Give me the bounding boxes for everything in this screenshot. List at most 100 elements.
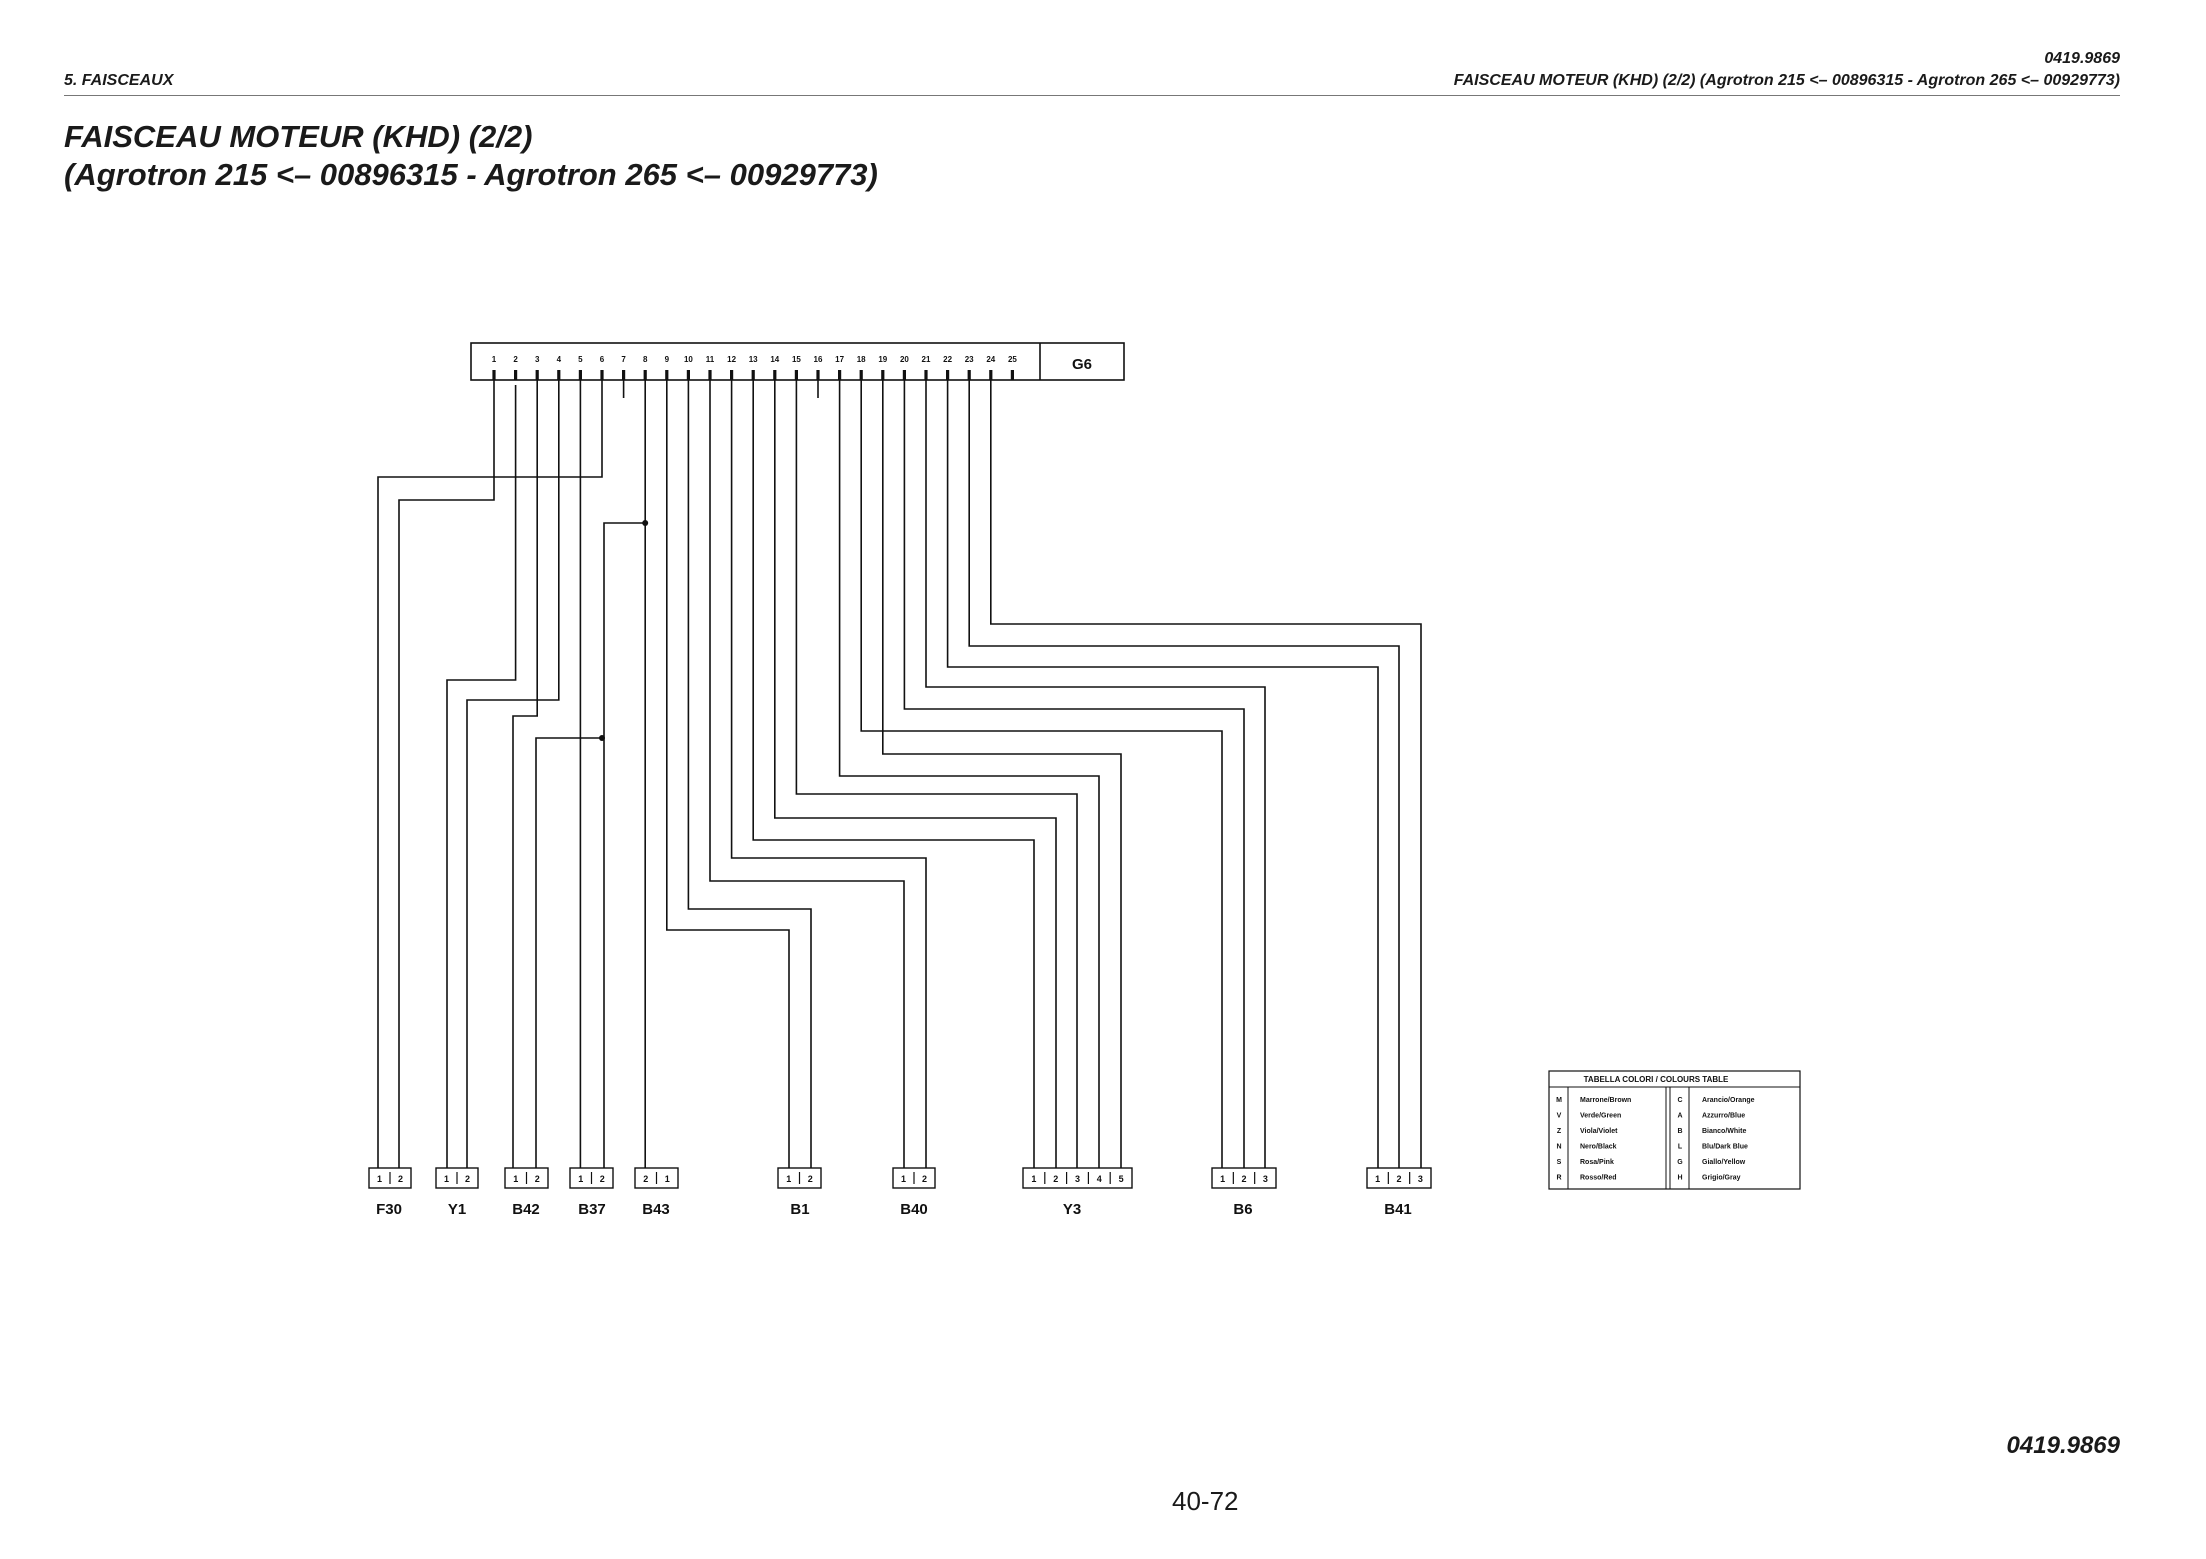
g6-pin-number: 16 bbox=[814, 355, 823, 364]
wire bbox=[709, 380, 905, 1168]
wire bbox=[687, 380, 812, 1168]
connector-label: F30 bbox=[376, 1201, 402, 1218]
connector-pin-number: 2 bbox=[808, 1174, 813, 1184]
connector-label: B42 bbox=[512, 1201, 540, 1218]
wire bbox=[398, 380, 495, 1168]
g6-pin-number: 9 bbox=[665, 355, 670, 364]
legend-code: B bbox=[1677, 1128, 1682, 1135]
connector-pin-number: 2 bbox=[922, 1174, 927, 1184]
connector-body bbox=[1022, 1167, 1133, 1189]
g6-pin-terminal bbox=[946, 370, 950, 380]
connector-body bbox=[1366, 1167, 1432, 1189]
g6-pin-number: 11 bbox=[706, 355, 715, 364]
wire bbox=[925, 380, 1266, 1168]
g6-pin-number: 1 bbox=[492, 355, 497, 364]
g6-pin-terminal bbox=[665, 370, 669, 380]
connector-pin-number: 1 bbox=[1031, 1174, 1036, 1184]
legend-colour-name: Arancio/Orange bbox=[1702, 1097, 1755, 1104]
g6-pin-terminal bbox=[859, 370, 863, 380]
g6-pin-number: 17 bbox=[835, 355, 844, 364]
g6-pin-number: 2 bbox=[513, 355, 518, 364]
legend-colour-name: Grigio/Gray bbox=[1702, 1175, 1741, 1182]
connector-label: B6 bbox=[1233, 1201, 1252, 1218]
g6-pin-terminal bbox=[816, 370, 820, 380]
g6-pin-number: 12 bbox=[727, 355, 736, 364]
g6-pin-terminal bbox=[838, 370, 842, 380]
g6-pin-terminal bbox=[967, 370, 971, 380]
connector-pin-number: 1 bbox=[665, 1174, 670, 1184]
connector-g6-label: G6 bbox=[1072, 356, 1092, 373]
g6-pin-number: 8 bbox=[643, 355, 648, 364]
connector-pin-number: 3 bbox=[1418, 1174, 1423, 1184]
wire bbox=[838, 380, 1100, 1168]
legend-colour-name: Verde/Green bbox=[1580, 1113, 1621, 1120]
connector-pin-number: 3 bbox=[1075, 1174, 1080, 1184]
g6-pin-terminal bbox=[686, 370, 690, 380]
header-divider bbox=[64, 95, 2120, 96]
connector-pin-number: 1 bbox=[1375, 1174, 1380, 1184]
g6-pin-terminal bbox=[643, 370, 647, 380]
g6-pin-terminal bbox=[1010, 370, 1014, 380]
page-header-right: 0419.9869 FAISCEAU MOTEUR (KHD) (2/2) (A… bbox=[1454, 48, 2120, 92]
legend-code: L bbox=[1678, 1144, 1683, 1151]
wire bbox=[466, 380, 560, 1168]
legend-code: A bbox=[1677, 1113, 1682, 1120]
connector-pin-number: 2 bbox=[1053, 1174, 1058, 1184]
page-number: 40-72 bbox=[1172, 1486, 1239, 1516]
legend-colour-name: Rosso/Red bbox=[1580, 1175, 1617, 1182]
legend-code: Z bbox=[1557, 1128, 1562, 1135]
g6-pin-number: 25 bbox=[1008, 355, 1017, 364]
g6-pin-terminal bbox=[514, 370, 518, 380]
g6-pin-terminal bbox=[600, 370, 604, 380]
legend-title: TABELLA COLORI / COLOURS TABLE bbox=[1584, 1075, 1729, 1084]
g6-pin-number: 19 bbox=[878, 355, 887, 364]
legend-colour-name: Azzurro/Blue bbox=[1702, 1113, 1745, 1120]
g6-pin-number: 23 bbox=[965, 355, 974, 364]
wire bbox=[377, 380, 603, 1168]
g6-pin-terminal bbox=[902, 370, 906, 380]
doc-ref: 0419.9869 bbox=[2044, 50, 2120, 67]
connector-pin-number: 2 bbox=[465, 1174, 470, 1184]
g6-pin-number: 3 bbox=[535, 355, 540, 364]
connector-pin-number: 2 bbox=[398, 1174, 403, 1184]
g6-pin-terminal bbox=[492, 370, 496, 380]
connector-pin-number: 2 bbox=[1396, 1174, 1401, 1184]
g6-pin-terminal bbox=[751, 370, 755, 380]
g6-pin-terminal bbox=[708, 370, 712, 380]
splice-dot bbox=[642, 520, 649, 526]
legend-code: R bbox=[1556, 1175, 1561, 1182]
connector-pin-number: 1 bbox=[578, 1174, 583, 1184]
legend-colour-name: Giallo/Yellow bbox=[1702, 1159, 1746, 1166]
wire bbox=[881, 380, 1122, 1168]
legend-colour-name: Viola/Violet bbox=[1580, 1128, 1618, 1135]
g6-pin-terminal bbox=[578, 370, 582, 380]
legend-code: M bbox=[1556, 1097, 1562, 1104]
g6-pin-number: 7 bbox=[621, 355, 626, 364]
g6-pin-terminal bbox=[535, 370, 539, 380]
g6-pin-terminal bbox=[924, 370, 928, 380]
legend-code: H bbox=[1677, 1175, 1682, 1182]
wire bbox=[512, 380, 539, 1168]
wire bbox=[989, 380, 1422, 1168]
wire bbox=[730, 380, 927, 1168]
g6-pin-terminal bbox=[773, 370, 777, 380]
connector-label: B1 bbox=[790, 1201, 809, 1218]
g6-pin-number: 15 bbox=[792, 355, 801, 364]
legend-code: G bbox=[1677, 1159, 1683, 1166]
g6-pin-terminal bbox=[557, 370, 561, 380]
legend-code: V bbox=[1557, 1113, 1562, 1120]
splice-dot bbox=[599, 735, 605, 741]
connector-pin-number: 1 bbox=[377, 1174, 382, 1184]
connector-label: B43 bbox=[642, 1201, 670, 1218]
connector-pin-number: 1 bbox=[786, 1174, 791, 1184]
g6-pin-terminal bbox=[989, 370, 993, 380]
header-subtitle: FAISCEAU MOTEUR (KHD) (2/2) (Agrotron 21… bbox=[1453, 72, 2120, 89]
g6-pin-number: 13 bbox=[749, 355, 758, 364]
connector-label: Y3 bbox=[1063, 1201, 1081, 1218]
wire bbox=[603, 522, 646, 1168]
connector-pin-number: 2 bbox=[535, 1174, 540, 1184]
legend-code: C bbox=[1677, 1097, 1682, 1104]
